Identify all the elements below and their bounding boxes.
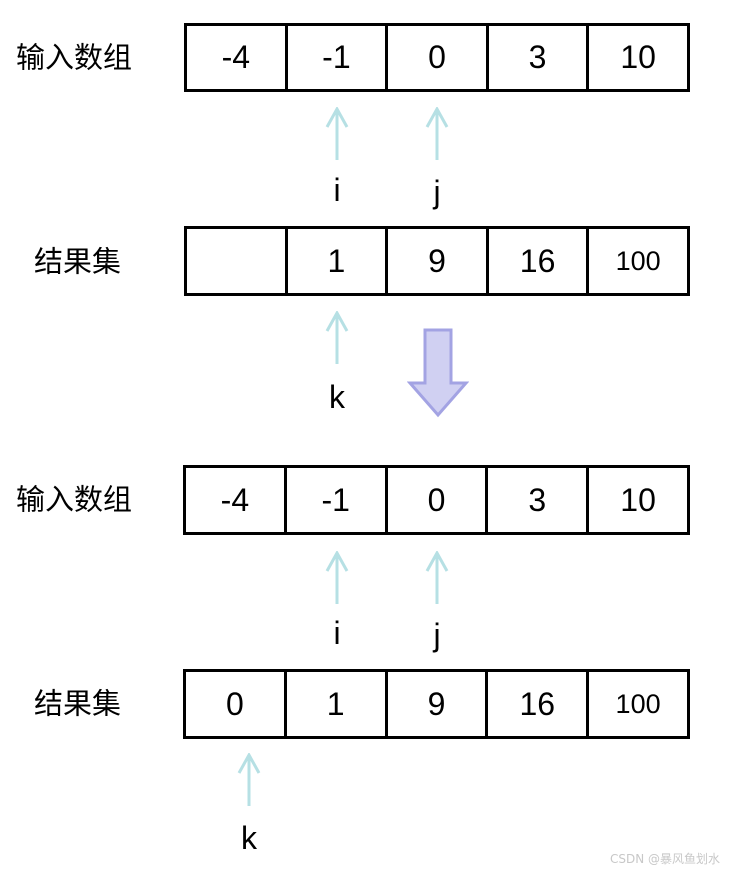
array-cell: 100 bbox=[615, 688, 661, 719]
array-cell: 10 bbox=[620, 481, 656, 518]
array-cell: 0 bbox=[388, 468, 489, 532]
array-cell: 0 bbox=[186, 672, 287, 736]
watermark: CSDN @暴风鱼划水 bbox=[610, 852, 721, 866]
array-cell: 3 bbox=[489, 26, 590, 89]
pointer-arrow-up-icon bbox=[325, 551, 349, 604]
pointer-k-label: k bbox=[241, 820, 257, 856]
array-cell: 1 bbox=[288, 229, 389, 293]
pointer-arrow-up-icon bbox=[425, 551, 449, 604]
step1-result-label: 结果集 bbox=[34, 244, 122, 279]
step2-input-array: -4 -1 0 3 10 bbox=[183, 465, 690, 535]
step1-input-label: 输入数组 bbox=[16, 40, 133, 75]
array-cell: -4 bbox=[187, 26, 288, 89]
array-cell: 10 bbox=[620, 39, 656, 75]
array-cell: 3 bbox=[488, 468, 590, 532]
pointer-j-label: j bbox=[433, 617, 441, 653]
step1-result-array: 1 9 16 100 bbox=[184, 226, 690, 296]
step2-input-label: 输入数组 bbox=[16, 482, 133, 517]
array-cell: -1 bbox=[288, 26, 389, 89]
array-cell: 16 bbox=[488, 672, 590, 736]
down-arrow-icon bbox=[407, 328, 469, 418]
pointer-arrow-up-icon bbox=[325, 107, 349, 160]
pointer-arrow-up-icon bbox=[425, 107, 449, 160]
array-cell: 100 bbox=[615, 245, 661, 276]
array-cell: 1 bbox=[287, 672, 388, 736]
pointer-k-label: k bbox=[329, 379, 345, 415]
pointer-arrow-up-icon bbox=[325, 311, 349, 364]
step2-result-label: 结果集 bbox=[34, 686, 122, 721]
array-cell bbox=[187, 229, 288, 293]
array-cell: -4 bbox=[186, 468, 287, 532]
pointer-arrow-up-icon bbox=[237, 753, 261, 806]
array-cell: 16 bbox=[489, 229, 590, 293]
array-cell: -1 bbox=[287, 468, 388, 532]
step2-result-array: 0 1 9 16 100 bbox=[183, 669, 690, 739]
array-cell: 9 bbox=[388, 672, 489, 736]
pointer-i-label: i bbox=[333, 172, 341, 208]
array-cell: 0 bbox=[388, 26, 489, 89]
pointer-i-label: i bbox=[333, 615, 341, 651]
step1-input-array: -4 -1 0 3 10 bbox=[184, 23, 690, 92]
pointer-j-label: j bbox=[433, 174, 441, 210]
array-cell: 9 bbox=[388, 229, 489, 293]
